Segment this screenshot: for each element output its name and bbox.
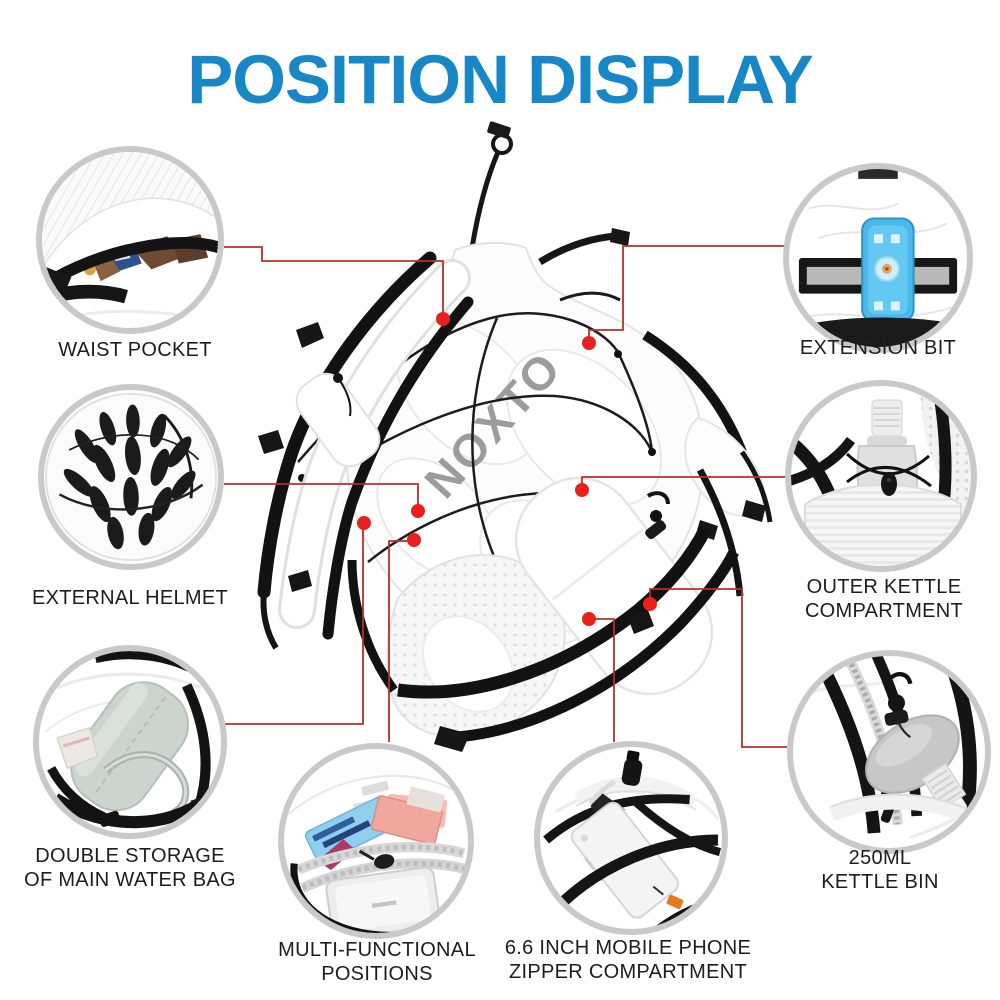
waist-pocket-label: WAIST POCKET <box>10 338 260 362</box>
dot-external-helmet <box>411 504 425 518</box>
outer-kettle-illustration <box>791 386 971 566</box>
phone-compartment-label-line2: ZIPPER COMPARTMENT <box>508 961 747 983</box>
dot-kettle-bin <box>643 597 657 611</box>
extension-bit-label: EXTENSION BIT <box>753 336 1000 360</box>
double-storage-label-line1: DOUBLE STORAGE <box>35 845 225 867</box>
external-helmet-label: EXTERNAL HELMET <box>5 586 255 610</box>
phone-compartment-label: 6.6 INCH MOBILE PHONE ZIPPER COMPARTMENT <box>478 936 778 984</box>
waist-pocket-photo <box>36 146 224 334</box>
multi-functional-label-line1: MULTI-FUNCTIONAL <box>278 939 476 961</box>
right-side-straps <box>559 291 773 597</box>
waist-pocket-illustration <box>42 152 218 320</box>
extension-bit-illustration <box>798 169 958 347</box>
kettle-bin-label-line2: KETTLE BIN <box>821 871 939 893</box>
page-title: POSITION DISPLAY <box>187 41 814 118</box>
backpack-bottom-section <box>347 476 739 752</box>
outer-kettle-compartment-photo <box>785 380 977 572</box>
kettle-bin-label: 250ML KETTLE BIN <box>755 846 1000 894</box>
external-helmet-photo <box>38 384 224 570</box>
outer-kettle-label-line1: OUTER KETTLE <box>806 576 962 598</box>
leader-lines <box>224 245 787 748</box>
backpack-illustration: NOXTO <box>257 121 773 752</box>
helmet-vents <box>63 404 196 550</box>
multi-functional-label: MULTI-FUNCTIONAL POSITIONS <box>252 938 502 986</box>
helmet-illustration <box>44 390 218 562</box>
white-phone <box>325 866 441 933</box>
dot-phone-compartment <box>582 612 596 626</box>
leader-kettle-bin <box>649 588 787 748</box>
phone-compartment-illustration <box>543 750 722 929</box>
kettle-bin-label-line1: 250ML <box>848 847 912 869</box>
dot-double-storage <box>357 516 371 530</box>
shoulder-harness <box>257 251 474 650</box>
phone-zipper-compartment-photo <box>534 741 728 935</box>
leader-dots <box>357 312 657 626</box>
dot-multi-functional <box>407 533 421 547</box>
dot-extension-bit <box>582 336 596 350</box>
waist-pocket-label-line: WAIST POCKET <box>58 339 212 361</box>
outer-kettle-label: OUTER KETTLE COMPARTMENT <box>759 575 1000 623</box>
kettle-bin-illustration <box>805 656 982 848</box>
multi-pocket-illustration <box>284 749 468 933</box>
leader-multi-functional <box>388 540 412 742</box>
dot-outer-kettle <box>575 483 589 497</box>
leader-double-storage <box>225 524 364 725</box>
dot-waist-pocket <box>436 312 450 326</box>
leader-external-helmet <box>224 483 419 508</box>
multi-functional-photo <box>278 743 474 939</box>
kettle-bin-photo <box>787 650 991 854</box>
phone-compartment-label-line1: 6.6 INCH MOBILE PHONE <box>504 937 752 959</box>
leader-phone-compartment <box>591 618 615 742</box>
multi-functional-label-line2: POSITIONS <box>321 963 433 985</box>
leader-waist-pocket <box>224 246 444 316</box>
led-light-device <box>861 217 915 323</box>
water-bag-illustration <box>44 651 217 829</box>
pink-cards <box>370 786 448 845</box>
extension-bit-label-line: EXTENSION BIT <box>799 337 957 359</box>
orange-zipper-pull <box>666 894 684 909</box>
backpack-top-straps <box>469 121 630 265</box>
outer-kettle-label-line2: COMPARTMENT <box>804 600 964 622</box>
extension-bit-photo <box>783 163 973 353</box>
external-helmet-label-line: EXTERNAL HELMET <box>31 587 229 609</box>
leader-extension-bit <box>588 245 784 340</box>
double-storage-label-line2: OF MAIN WATER BAG <box>24 869 236 891</box>
double-storage-water-bag-photo <box>33 645 227 839</box>
double-storage-label: DOUBLE STORAGE OF MAIN WATER BAG <box>5 844 255 892</box>
